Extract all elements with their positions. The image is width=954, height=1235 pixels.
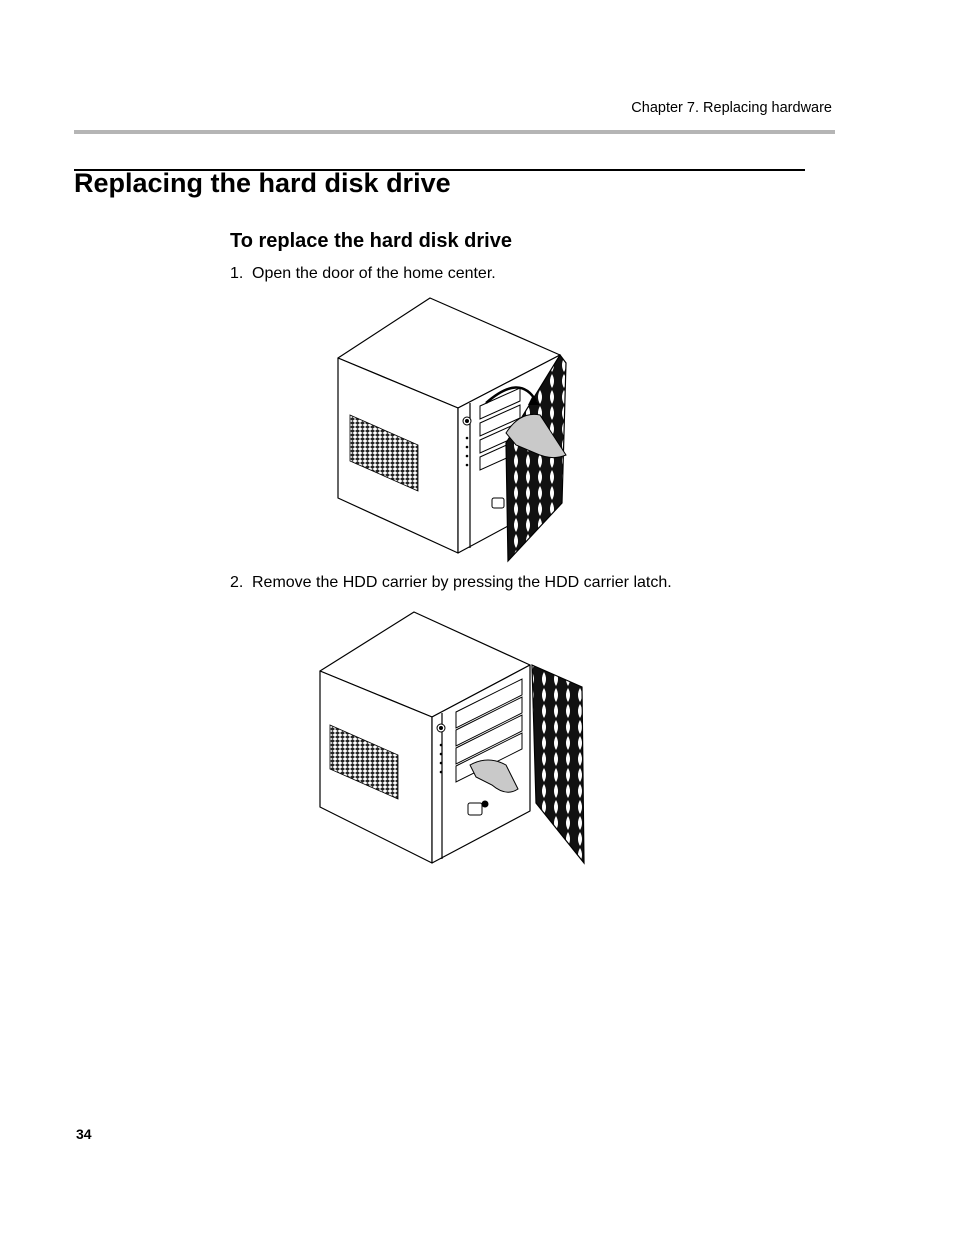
- step-text: Open the door of the home center.: [252, 265, 496, 282]
- page-title: Replacing the hard disk drive: [74, 168, 451, 198]
- title-rule: [74, 169, 805, 171]
- header-rule: [74, 130, 835, 134]
- step-1: 1. Open the door of the home center.: [230, 265, 496, 283]
- step-number: 1.: [230, 265, 244, 282]
- procedure-heading: To replace the hard disk drive: [230, 230, 512, 252]
- running-head: Chapter 7. Replacing hardware: [631, 100, 832, 116]
- hdd-carrier-latch-illustration: [319, 611, 585, 865]
- home-center-door-opening-illustration: [337, 297, 567, 563]
- page-number: 34: [76, 1126, 92, 1142]
- step-2: 2. Remove the HDD carrier by pressing the…: [230, 574, 672, 592]
- step-text: Remove the HDD carrier by pressing the H…: [252, 574, 672, 591]
- step-number: 2.: [230, 574, 244, 591]
